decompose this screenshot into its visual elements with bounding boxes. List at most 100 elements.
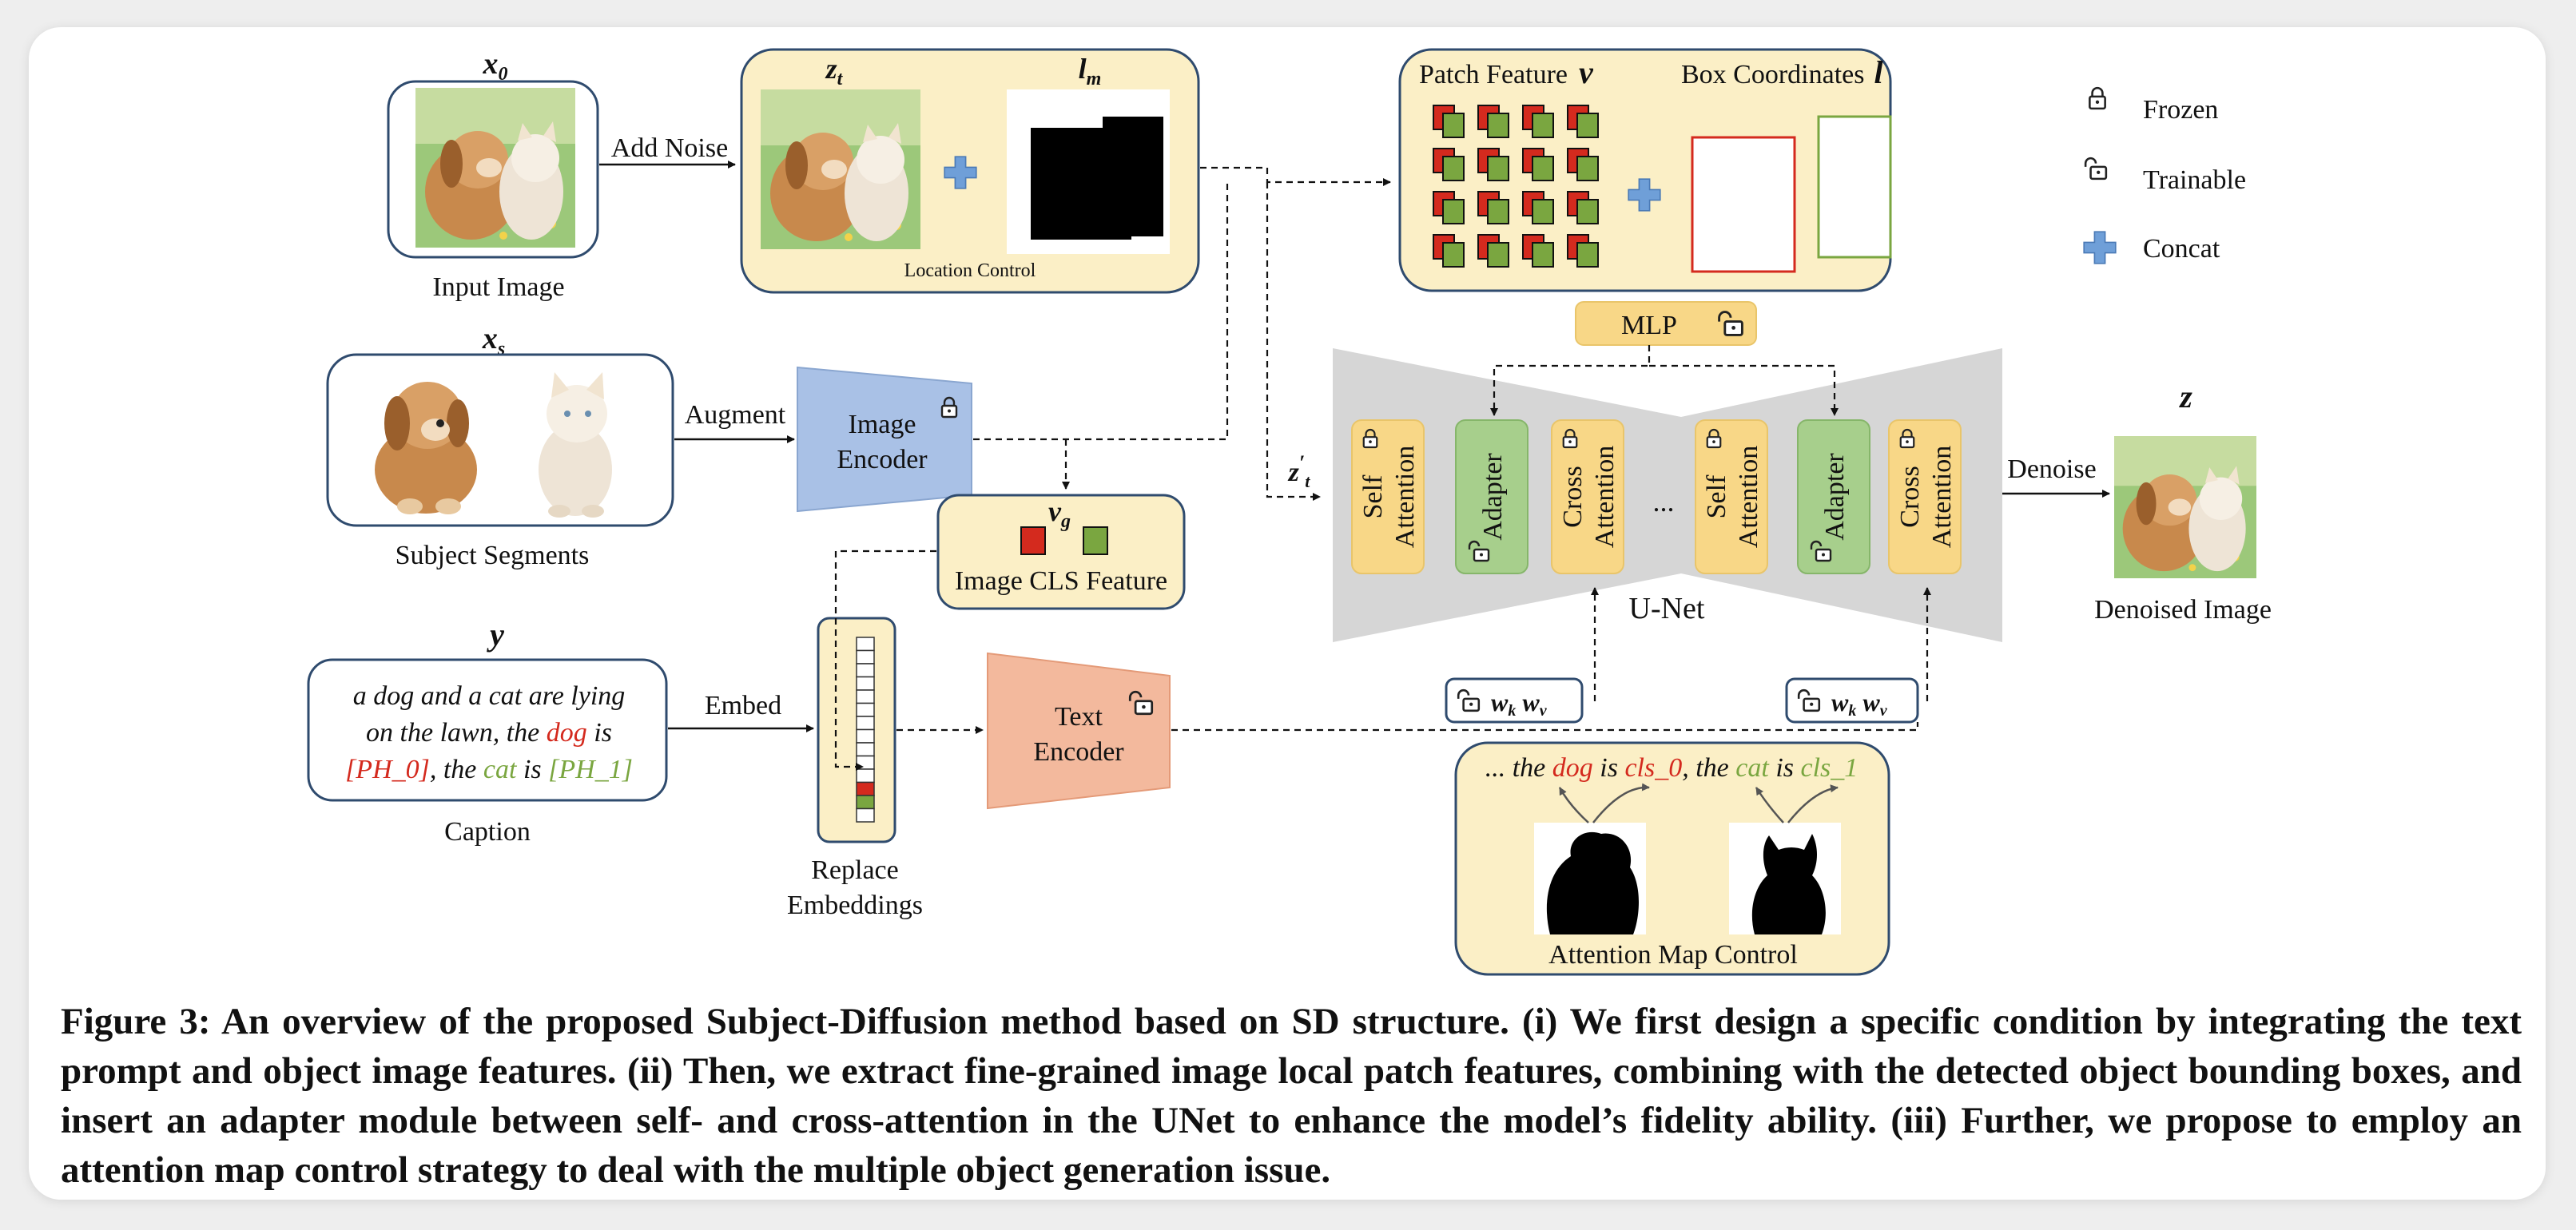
output-label: Denoised Image (2094, 595, 2272, 625)
self-attention-block: SelfAttention (1695, 419, 1768, 574)
cls-label: Image CLS Feature (955, 566, 1167, 596)
attention-map-text: ... the dog is cls_0, the cat is cls_1 (1485, 753, 1858, 783)
zt-prime-symbol: z′t (1288, 451, 1311, 491)
self-attention-block: SelfAttention (1351, 419, 1425, 574)
legend-trainable: Trainable (2143, 165, 2246, 195)
embedding-token (856, 663, 875, 678)
input-label: Input Image (432, 272, 564, 302)
caption-line2: on the lawn, the dog is (366, 718, 612, 748)
embedding-token (856, 742, 875, 757)
patch-green-token (1442, 113, 1465, 138)
adapter-block: Adapter (1455, 419, 1529, 574)
patch-feature-grid (1433, 105, 1599, 268)
unet-block-label: Adapter (1478, 453, 1508, 541)
denoised-image (2114, 436, 2256, 578)
concat-legend-icon (2083, 231, 2117, 264)
unet-blocks: SelfAttention Adapter CrossAttention SelfAt… (1351, 419, 1962, 574)
patch-green-token (1532, 156, 1554, 181)
cls-red-token (1020, 526, 1046, 555)
denoise-label: Denoise (2007, 454, 2096, 484)
embedding-token (856, 637, 875, 652)
embedding-token (856, 781, 875, 796)
segments-label: Subject Segments (396, 541, 590, 570)
embedding-token (856, 807, 875, 823)
patch-green-token (1576, 199, 1599, 224)
patch-green-token (1487, 199, 1509, 224)
image-encoder-line2: Encoder (837, 445, 928, 474)
attn-arrow-4 (1787, 784, 1839, 823)
text-encoder (987, 652, 1171, 810)
input-image (415, 88, 575, 248)
image-encoder-line1: Image (849, 410, 916, 439)
unet-block-label: CrossAttention (1558, 446, 1620, 548)
embed-label: Embed (705, 691, 781, 720)
dog-silhouette (1546, 831, 1639, 934)
embedding-token (856, 702, 875, 717)
embedding-token (856, 716, 875, 731)
caption-line3: [PH_0], the cat is [PH_1] (345, 755, 633, 784)
noisy-image (761, 89, 920, 249)
add-noise-label: Add Noise (611, 133, 728, 163)
cls-to-embeddings (834, 550, 936, 771)
patch-green-token (1576, 242, 1599, 268)
segments-frame (326, 353, 674, 527)
patch-green-token (1487, 242, 1509, 268)
replace-line2: Embeddings (787, 891, 923, 920)
text-encoder-line2: Encoder (1033, 737, 1124, 767)
patch-green-token (1532, 113, 1554, 138)
embedding-token (856, 689, 875, 704)
replace-line1: Replace (811, 855, 899, 885)
adapter-block: Adapter (1797, 419, 1870, 574)
patch-green-token (1532, 242, 1554, 268)
latent-to-patch (1200, 166, 1391, 186)
cat-silhouette (1751, 834, 1826, 934)
cls-feature-box (936, 494, 1186, 610)
caption-line1: a dog and a cat are lying (353, 681, 626, 711)
embedding-tokens (856, 637, 875, 823)
unet-ellipsis: ... (1653, 486, 1675, 518)
unet-block-label: CrossAttention (1895, 446, 1957, 548)
figure-caption: Figure 3: An overview of the proposed Su… (61, 1001, 2522, 1191)
embedding-token (856, 795, 875, 810)
vg-symbol: vg (1048, 495, 1071, 532)
patch-green-token (1487, 156, 1509, 181)
green-bbox (1817, 115, 1892, 259)
attn-arrow-1 (1558, 787, 1589, 823)
patch-green-token (1442, 242, 1465, 268)
diagram: x0 Input Image Add Noise zt lm Location … (307, 47, 2272, 976)
patch-green-token (1576, 156, 1599, 181)
mlp-to-adapter-2 (1649, 364, 1839, 416)
dog-segment (375, 382, 477, 514)
latent-to-unet (1266, 182, 1321, 501)
unet-block-label: SelfAttention (1702, 446, 1763, 548)
image-encoder (797, 366, 972, 513)
cls-green-token (1083, 526, 1108, 555)
embedding-token (856, 676, 875, 691)
text-encoder-line1: Text (1055, 702, 1103, 732)
legend-frozen: Frozen (2143, 95, 2218, 125)
caption-box (307, 658, 668, 802)
frozen-lock-icon (2089, 86, 2106, 110)
cross-attention-block: CrossAttention (1888, 419, 1962, 574)
caption-symbol: y (487, 617, 504, 653)
patch-green-token (1442, 156, 1465, 181)
attention-map-label: Attention Map Control (1548, 940, 1798, 970)
encoder-to-patch (973, 182, 1229, 441)
unet-label: U-Net (1629, 592, 1705, 625)
patch-green-token (1442, 199, 1465, 224)
zt-symbol: zt (825, 53, 844, 89)
location-mask-2 (1103, 117, 1163, 236)
mlp-label: MLP (1621, 311, 1677, 340)
red-bbox (1691, 136, 1796, 273)
patch-green-token (1487, 113, 1509, 138)
location-control-label: Location Control (904, 260, 1036, 281)
legend-concat: Concat (2143, 234, 2220, 264)
unet-block-label: SelfAttention (1358, 446, 1420, 548)
embedding-token (856, 768, 875, 784)
cross-attention-block: CrossAttention (1551, 419, 1624, 574)
